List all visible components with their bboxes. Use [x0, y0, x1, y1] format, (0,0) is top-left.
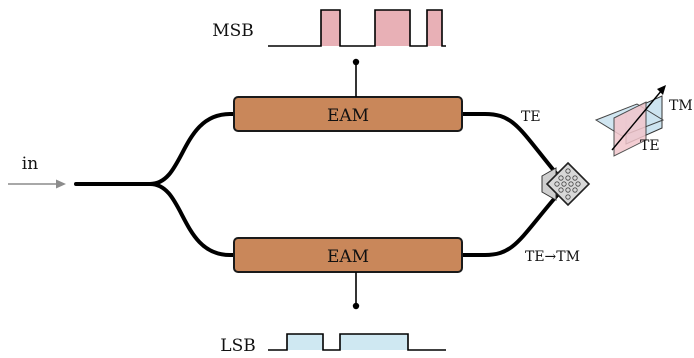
msb-signal-waveform — [268, 9, 446, 47]
lsb-pulse — [340, 334, 408, 350]
polarization-combiner — [541, 161, 591, 207]
lsb-label: LSB — [220, 336, 255, 356]
upper-output-waveguide — [461, 112, 562, 180]
eam-bottom-block — [233, 237, 463, 273]
eam-top-label: EAM — [327, 106, 369, 126]
msb-pulse — [321, 10, 340, 46]
msb-pulse — [427, 10, 442, 46]
polarization-planes-icon — [594, 85, 666, 157]
te-top-label: TE — [521, 109, 541, 125]
input-arrow — [8, 179, 66, 189]
lower-splitter-arm — [149, 182, 236, 257]
eam-top-block — [233, 96, 463, 132]
eam-bottom-label: EAM — [327, 247, 369, 267]
upper-splitter-arm — [149, 112, 236, 186]
lsb-pulse — [287, 334, 323, 350]
lsb-electrode-connector — [352, 272, 360, 310]
msb-pulse — [375, 10, 410, 46]
pol-te-label: TE — [640, 138, 660, 154]
pol-tm-label: TM — [669, 98, 693, 114]
input-label: in — [22, 154, 38, 174]
te-tm-label: TE→TM — [525, 249, 580, 265]
msb-label: MSB — [212, 21, 254, 41]
lsb-signal-waveform — [268, 333, 446, 351]
lower-output-waveguide — [461, 190, 562, 257]
msb-electrode-connector — [352, 58, 360, 97]
